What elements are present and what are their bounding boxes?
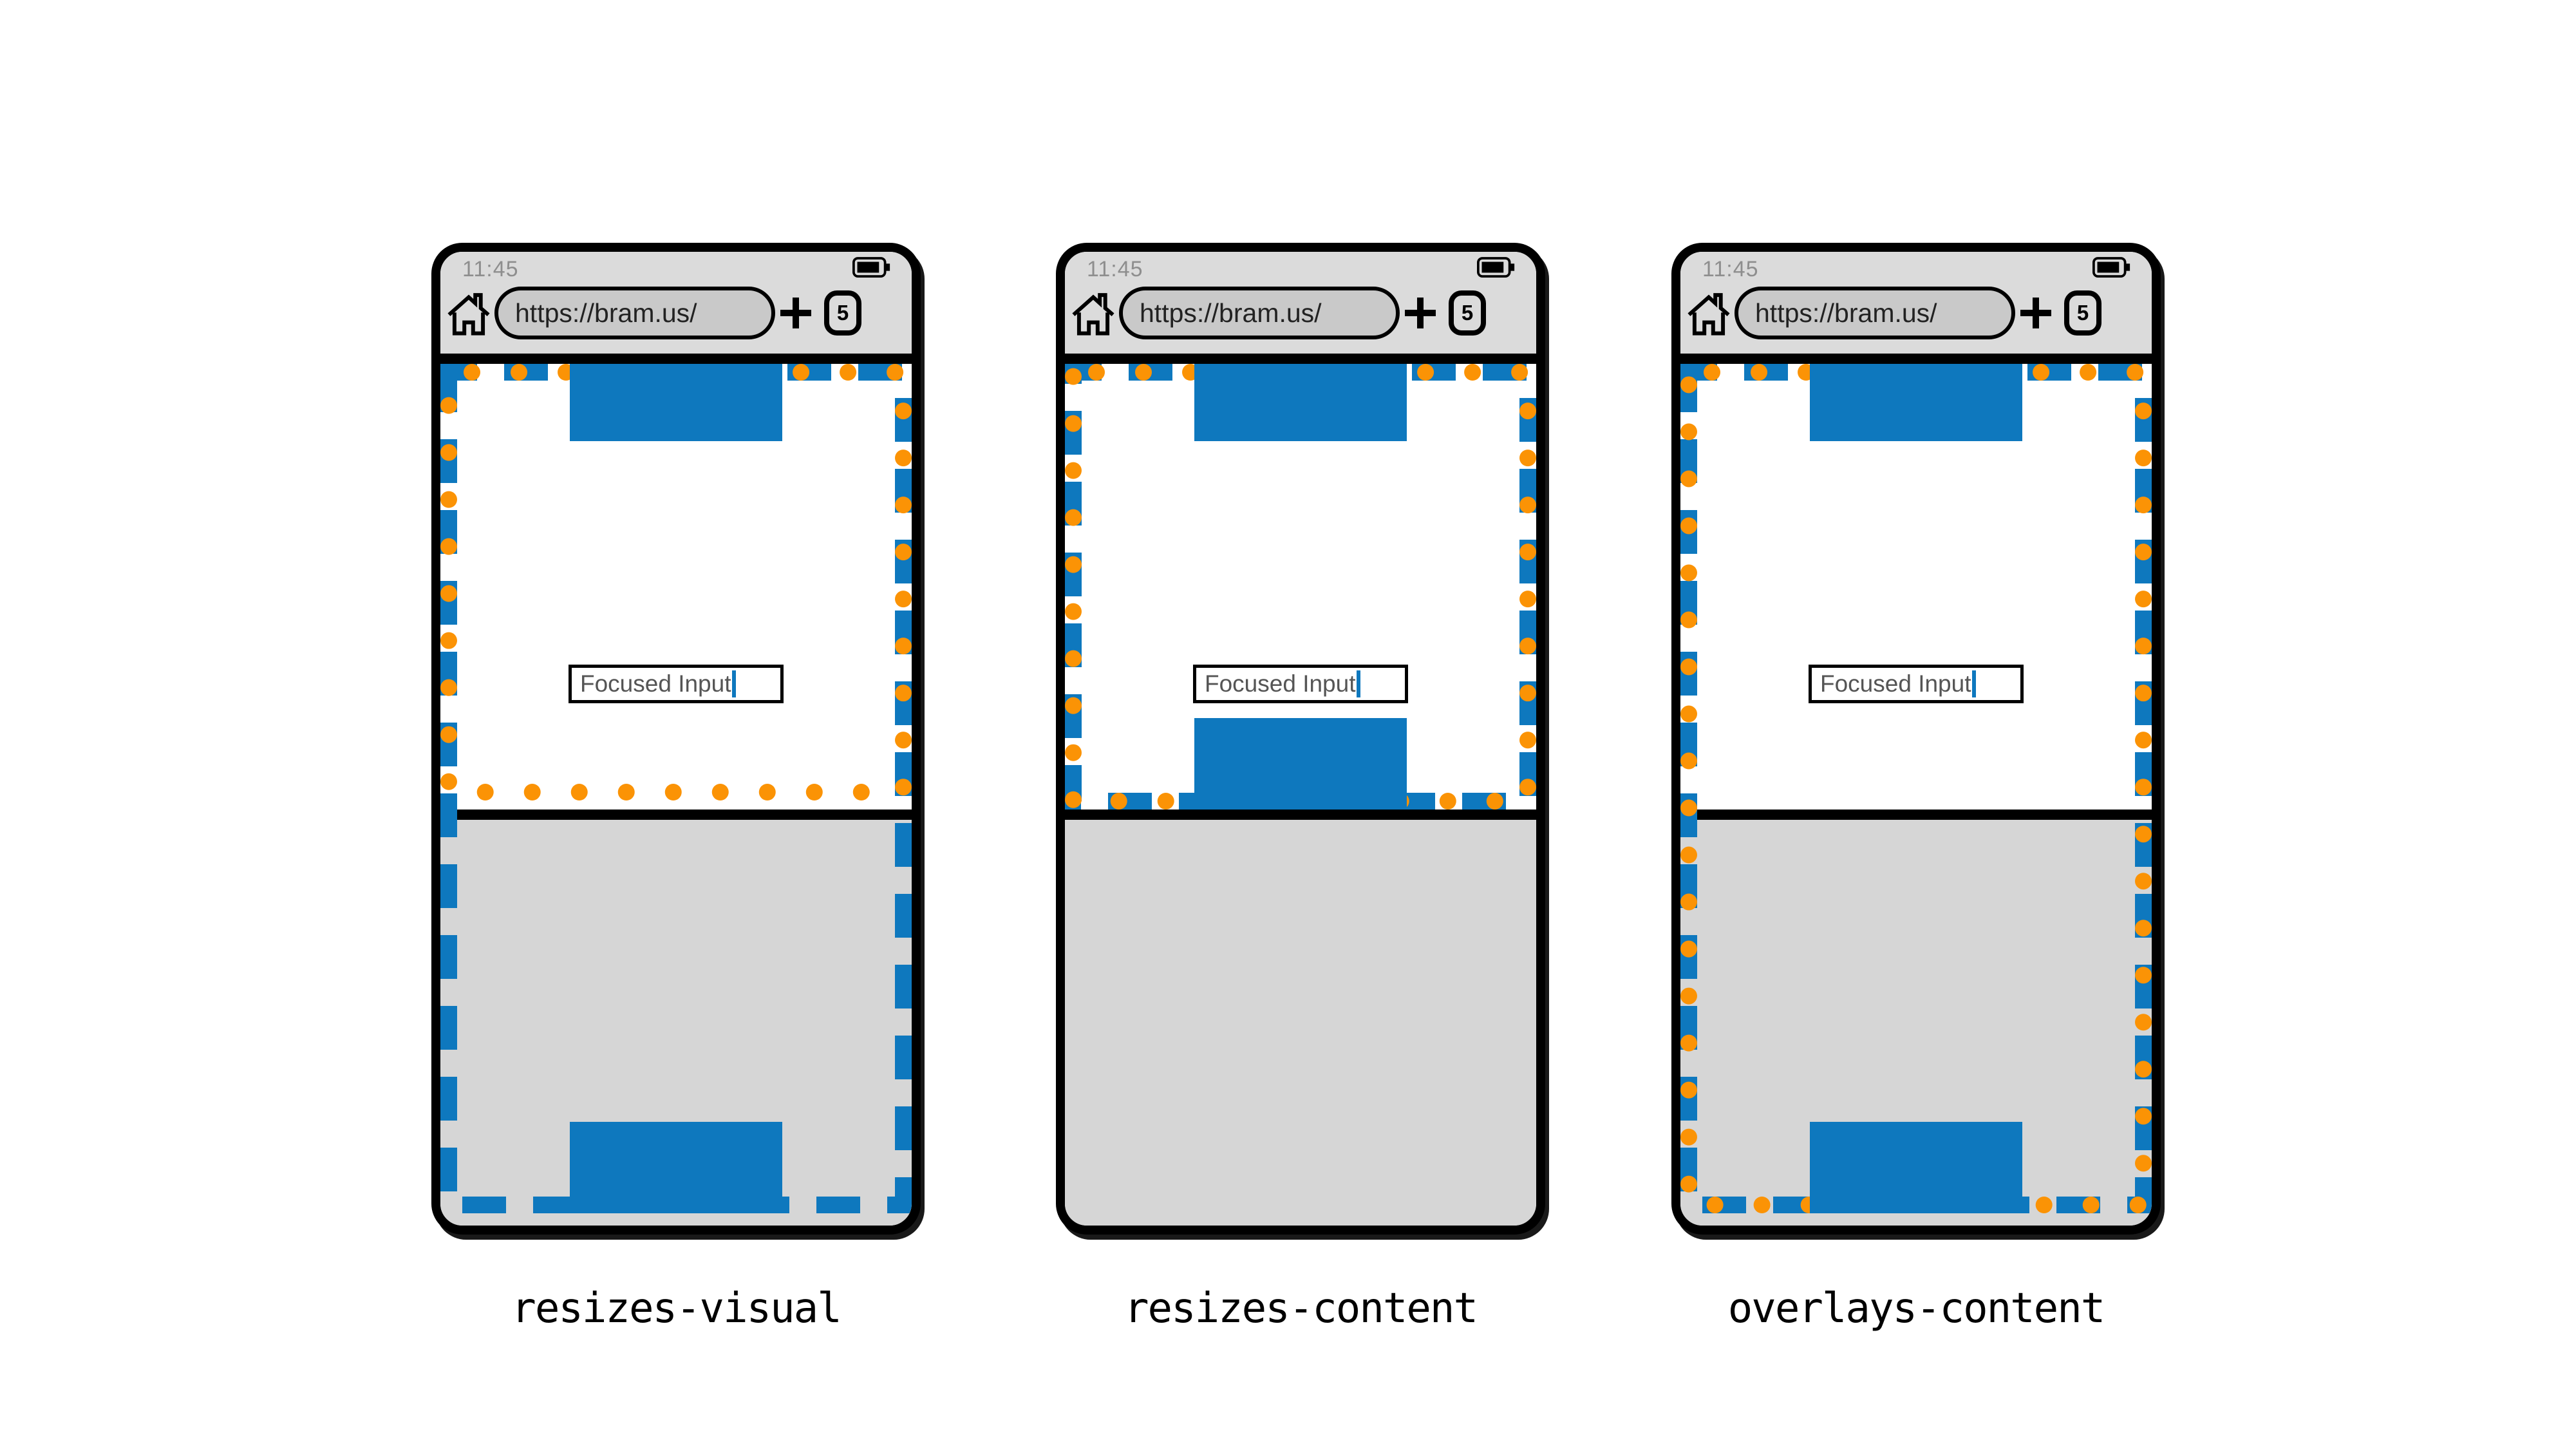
- url-bar[interactable]: https://bram.us/: [494, 287, 775, 339]
- page-header-block: [1194, 364, 1407, 441]
- url-text: https://bram.us/: [515, 298, 697, 328]
- tab-count-button[interactable]: 5: [2064, 290, 2101, 336]
- chrome-separator: [1680, 354, 2152, 364]
- keyboard-top-edge: [440, 810, 912, 820]
- page-footer-block: [1810, 1122, 2022, 1213]
- input-value: Focused Input: [1820, 670, 1971, 697]
- tab-count-value: 5: [2076, 301, 2089, 325]
- status-time: 11:45: [462, 257, 519, 281]
- focused-input-field[interactable]: Focused Input: [1809, 665, 2024, 703]
- focused-input-field[interactable]: Focused Input: [569, 665, 784, 703]
- phone-mockup-overlays-content: 11:45 https://bram.us/ 5: [1671, 243, 2161, 1235]
- caption-overlays-content: overlays-content: [1727, 1285, 2106, 1332]
- input-value: Focused Input: [1205, 670, 1356, 697]
- home-icon[interactable]: [1687, 289, 1731, 338]
- home-icon[interactable]: [447, 289, 491, 338]
- battery-icon: [852, 257, 890, 278]
- browser-chrome: 11:45 https://bram.us/ 5: [1065, 252, 1536, 354]
- battery-icon: [2092, 257, 2130, 278]
- text-cursor: [732, 670, 737, 697]
- tab-count-button[interactable]: 5: [824, 290, 861, 336]
- new-tab-plus-icon[interactable]: [2020, 298, 2051, 328]
- status-time: 11:45: [1087, 257, 1143, 281]
- battery-icon: [1477, 257, 1515, 278]
- chrome-separator: [1065, 354, 1536, 364]
- phone-mockup-resizes-visual: 11:45 https://bram.us/ 5: [431, 243, 921, 1235]
- caption-resizes-visual: resizes-visual: [511, 1285, 841, 1332]
- url-text: https://bram.us/: [1755, 298, 1937, 328]
- page-header-block: [1810, 364, 2022, 441]
- chrome-separator: [440, 354, 912, 364]
- page-footer-block: [570, 1122, 782, 1213]
- virtual-keyboard-area: [1065, 820, 1536, 1226]
- browser-chrome: 11:45 https://bram.us/ 5: [440, 252, 912, 354]
- tab-count-value: 5: [836, 301, 849, 325]
- tab-count-value: 5: [1461, 301, 1474, 325]
- tab-count-button[interactable]: 5: [1449, 290, 1486, 336]
- new-tab-plus-icon[interactable]: [1405, 298, 1436, 328]
- page-header-block: [570, 364, 782, 441]
- keyboard-top-edge: [1680, 810, 2152, 820]
- keyboard-top-edge: [1065, 810, 1536, 820]
- browser-chrome: 11:45 https://bram.us/ 5: [1680, 252, 2152, 354]
- input-value: Focused Input: [580, 670, 731, 697]
- home-icon[interactable]: [1071, 289, 1115, 338]
- text-cursor: [1972, 670, 1977, 697]
- caption-resizes-content: resizes-content: [1124, 1285, 1478, 1332]
- status-time: 11:45: [1702, 257, 1759, 281]
- url-text: https://bram.us/: [1140, 298, 1322, 328]
- focused-input-field[interactable]: Focused Input: [1193, 665, 1408, 703]
- page-footer-block: [1194, 718, 1407, 810]
- url-bar[interactable]: https://bram.us/: [1735, 287, 2015, 339]
- new-tab-plus-icon[interactable]: [780, 298, 811, 328]
- phone-mockup-resizes-content: 11:45 https://bram.us/ 5: [1056, 243, 1545, 1235]
- url-bar[interactable]: https://bram.us/: [1119, 287, 1400, 339]
- text-cursor: [1357, 670, 1361, 697]
